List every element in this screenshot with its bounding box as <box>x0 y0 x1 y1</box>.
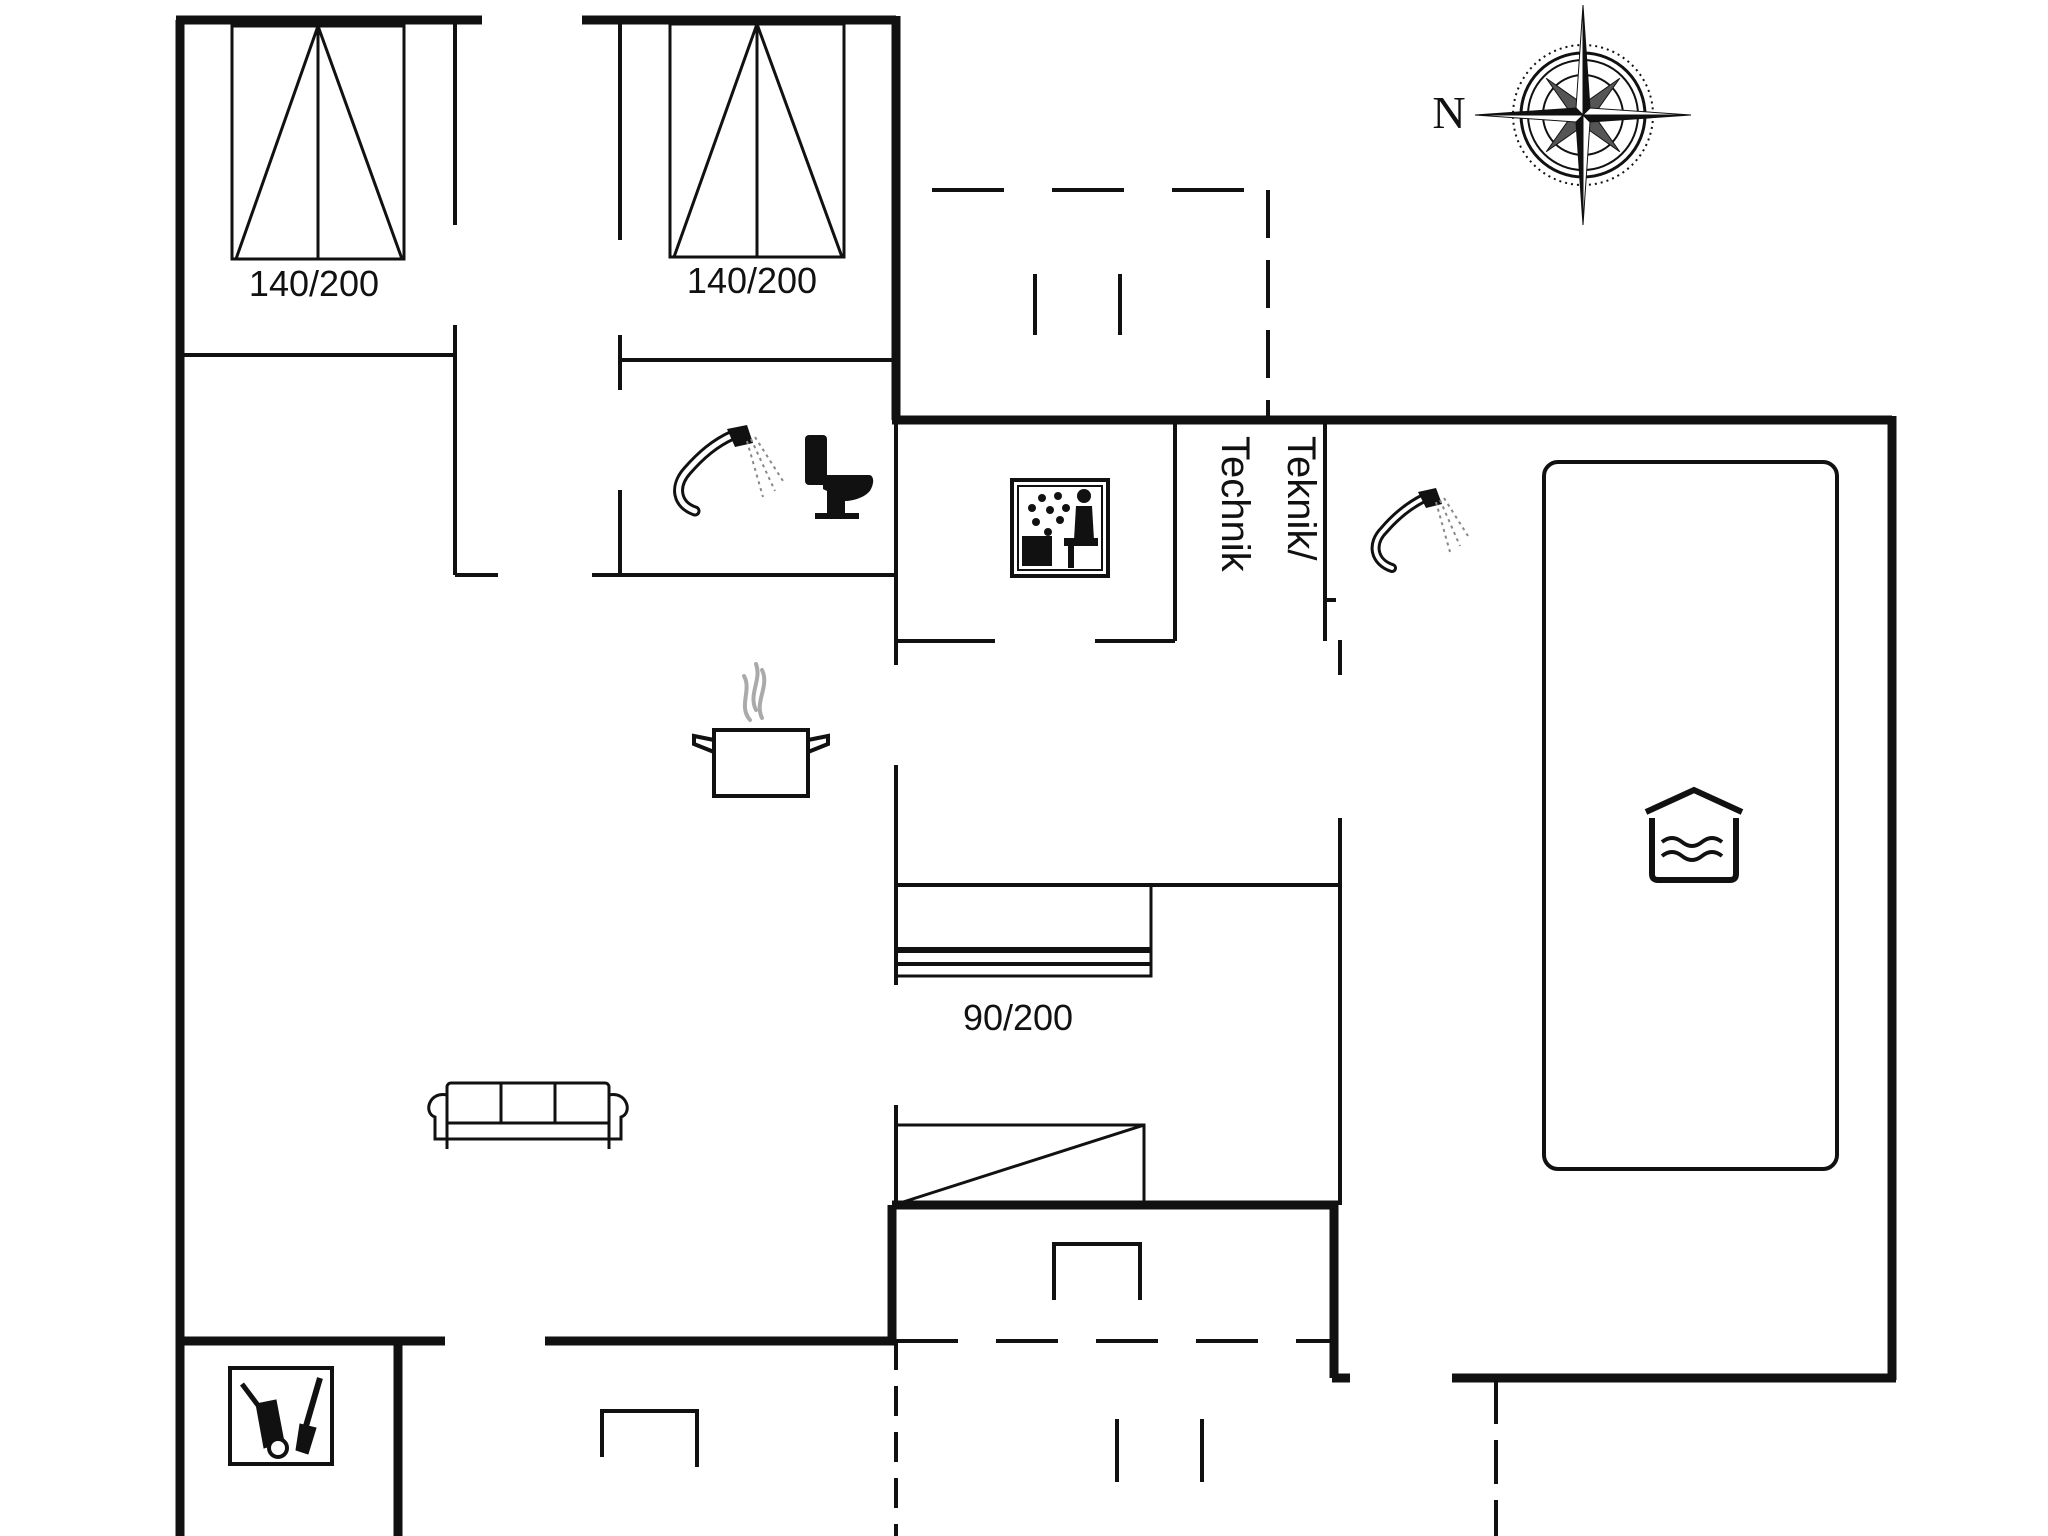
terrace-outline <box>600 188 1498 1536</box>
bed-size-label-1: 140/200 <box>249 263 379 304</box>
sofa-icon <box>427 1081 629 1149</box>
technical-room-label-line1: Teknik/ <box>1279 436 1323 561</box>
garden-tools-icon <box>228 1366 334 1466</box>
sauna-icon <box>1010 478 1110 578</box>
outer-walls <box>175 15 1897 1536</box>
interior-walls <box>180 22 1342 1205</box>
compass-north-label: N <box>1432 87 1465 138</box>
bed-size-label-3: 90/200 <box>963 997 1073 1038</box>
bed-90-200 <box>894 883 1153 978</box>
technical-room-label-line2: Technik <box>1213 436 1257 573</box>
shower-icon-pool <box>1370 488 1469 573</box>
bed-size-label-2: 140/200 <box>687 260 817 301</box>
technical-room-label: Teknik/ <box>1279 436 1323 561</box>
cooking-pot-icon <box>692 662 830 798</box>
shower-icon <box>673 425 784 517</box>
compass-rose-icon <box>1474 4 1692 226</box>
pool-icon <box>1644 786 1744 883</box>
technical-room-label-wrap: Technik <box>1213 436 1257 573</box>
toilet-icon <box>805 435 874 519</box>
bed-140-200-right <box>668 22 846 259</box>
staircase <box>896 1123 1146 1205</box>
bed-140-200-left <box>230 24 406 261</box>
pool <box>1542 460 1839 1171</box>
